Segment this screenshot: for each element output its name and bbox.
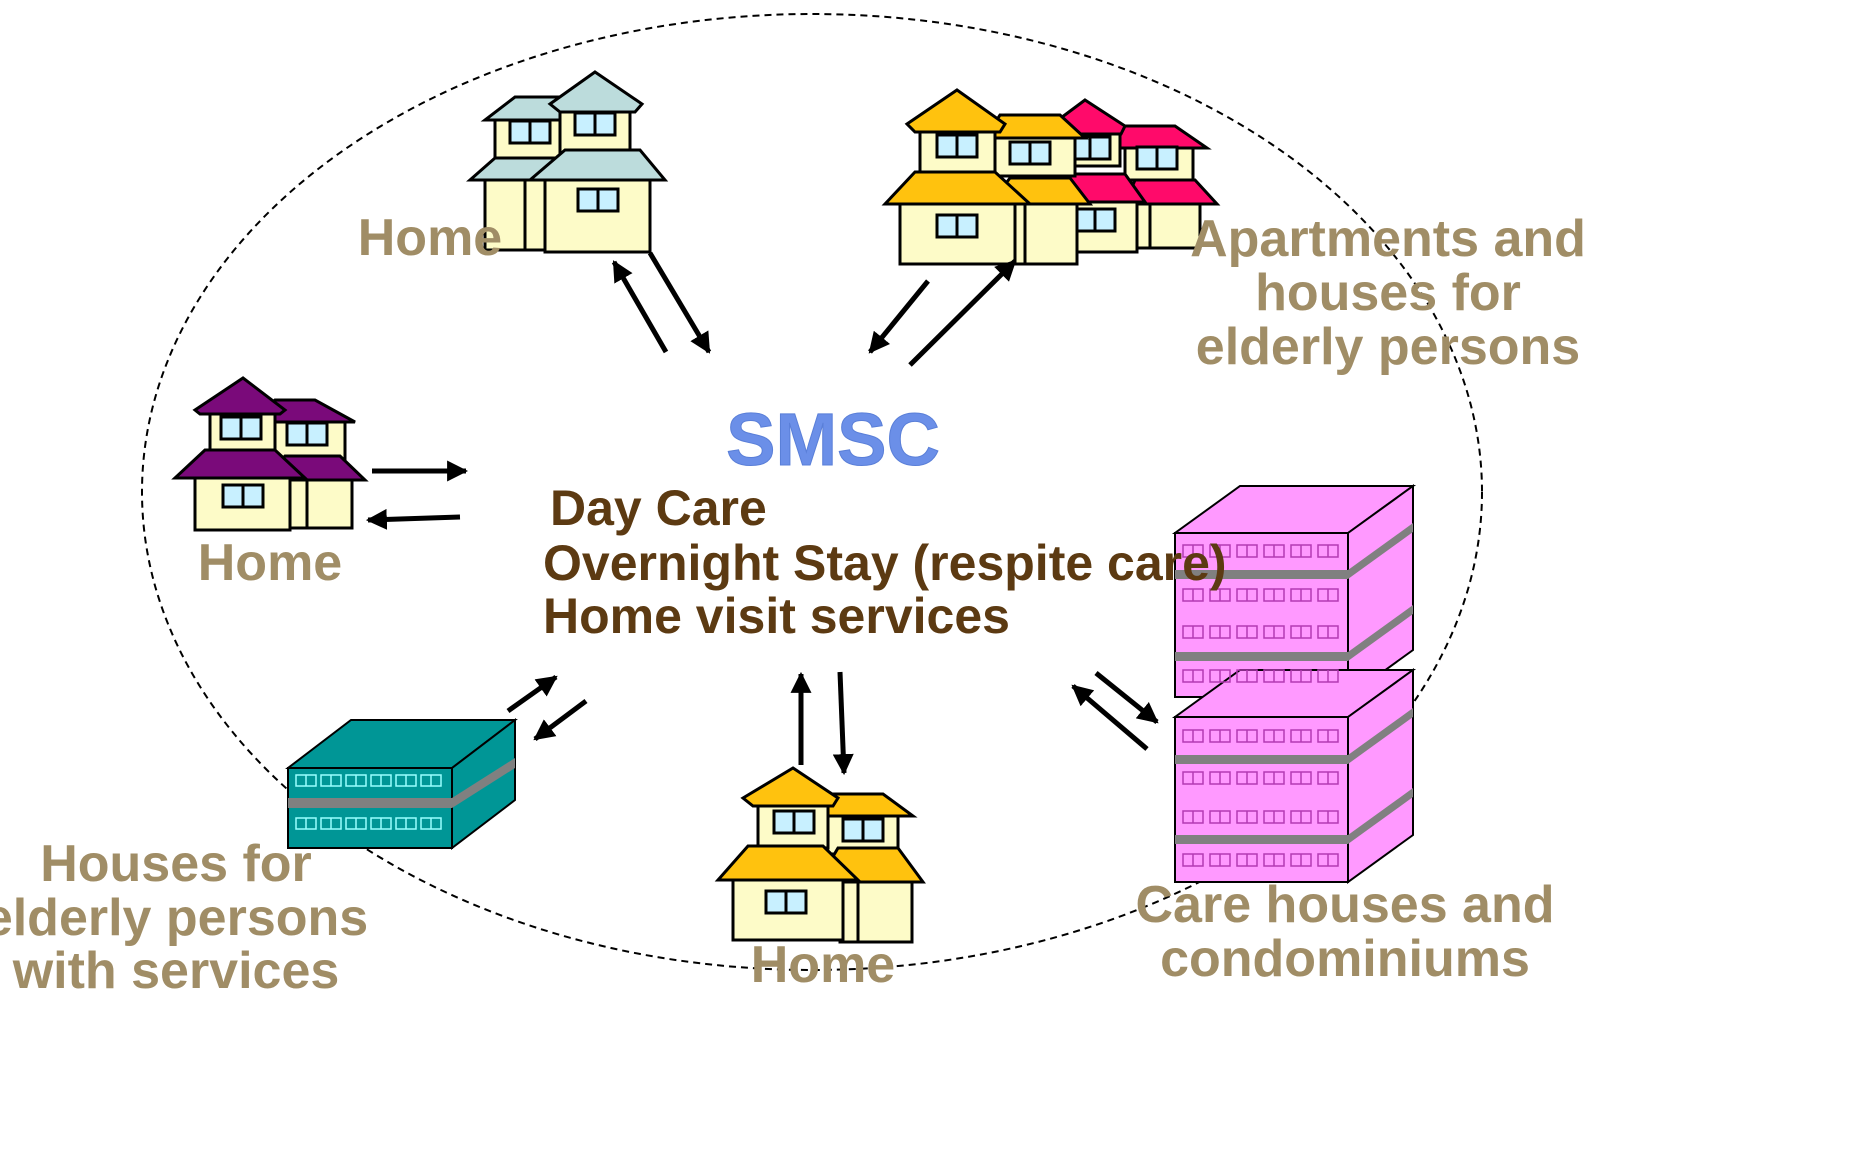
label-care-houses-line-1: Care houses and [1135, 876, 1554, 934]
arrow-houses-services-to-smsc [506, 674, 558, 714]
arrow-home-top-to-smsc [647, 251, 712, 354]
label-houses-services-line-3: with services [12, 942, 340, 1000]
label-apartments-line-1: Apartments and [1190, 210, 1586, 268]
service-day-care: Day Care [550, 480, 767, 536]
label-houses-services-line-2: elderly persons [0, 889, 368, 947]
arrows [365, 251, 1159, 776]
arrow-apartments-to-smsc [868, 279, 930, 354]
label-home-bottom: Home [751, 936, 895, 994]
label-apartments-line-3: elderly persons [1196, 318, 1580, 376]
home-top-house-icon [466, 70, 669, 254]
arrow-smsc-to-care-houses [1094, 671, 1159, 724]
label-apartments-line-2: houses for [1255, 264, 1521, 322]
arrow-care-houses-to-smsc [1071, 684, 1149, 751]
care-houses-building-icon [1171, 484, 1417, 884]
home-left-house-icon [171, 376, 369, 532]
label-home-top: Home [358, 209, 502, 267]
label-home-left: Home [198, 534, 342, 592]
arrow-smsc-to-home-top [611, 260, 669, 354]
houses-with-services-building-icon [285, 717, 518, 851]
service-overnight-stay: Overnight Stay (respite care) [543, 535, 1227, 591]
service-home-visit: Home visit services [543, 588, 1010, 644]
apartments-house-icon [881, 88, 1221, 266]
label-houses-services-line-1: Houses for [40, 835, 312, 893]
arrow-smsc-to-houses-services [533, 698, 588, 742]
label-care-houses-line-2: condominiums [1160, 930, 1530, 988]
arrow-smsc-to-home-bottom [832, 671, 854, 776]
smsc-title: SMSC [726, 398, 940, 481]
arrow-smsc-to-apartments [908, 259, 1017, 367]
home-bottom-house-icon [714, 766, 926, 944]
boundary-ellipse [141, 13, 1483, 971]
arrow-smsc-to-home-left [365, 508, 461, 530]
